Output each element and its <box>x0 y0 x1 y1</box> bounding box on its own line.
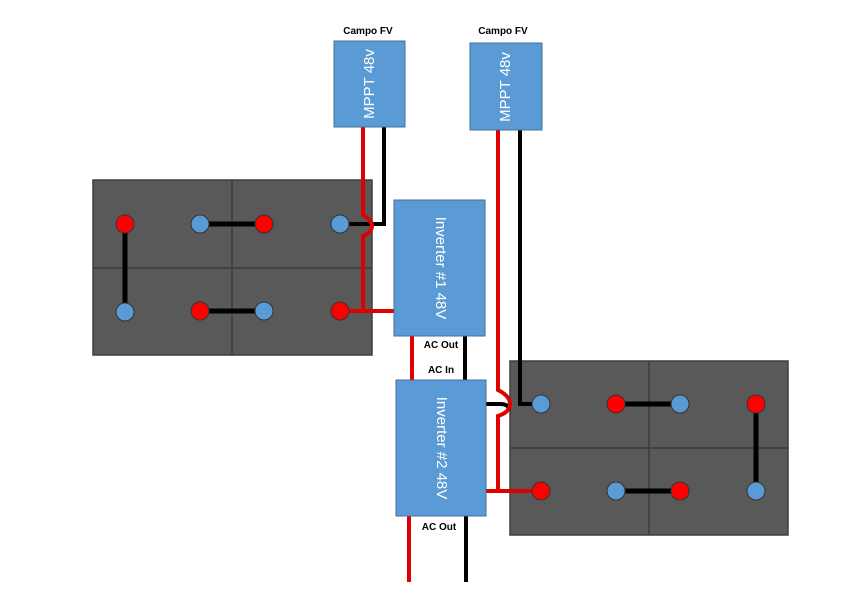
mppt-2-positive-wire <box>496 130 541 493</box>
inverter-1-ac-out-label: AC Out <box>424 340 459 351</box>
terminal-negative <box>531 394 551 414</box>
inverter-2-label: Inverter #2 48V <box>433 397 450 500</box>
terminal-positive <box>190 301 210 321</box>
mppt-1-caption: Campo FV <box>343 26 393 37</box>
battery-bank-1-terminals <box>115 214 350 322</box>
terminal-negative <box>115 302 135 322</box>
terminal-negative <box>670 394 690 414</box>
inverter-1-label: Inverter #1 48V <box>432 217 449 320</box>
terminal-positive <box>531 481 551 501</box>
battery-bank-2-terminals <box>531 394 766 501</box>
battery-bank-1 <box>92 179 373 356</box>
battery-bank-2-jumpers <box>616 401 759 494</box>
mppt-2-label: MPPT 48v <box>497 52 514 122</box>
mppt-1-positive-wire <box>361 127 375 311</box>
inverter-2-box <box>395 379 487 517</box>
terminal-negative <box>746 481 766 501</box>
inverter-1-box <box>393 199 486 337</box>
terminal-positive <box>606 394 626 414</box>
battery-bank-1-jumpers <box>122 221 264 314</box>
terminal-positive <box>254 214 274 234</box>
mppt-2-box <box>469 42 543 131</box>
terminal-negative <box>606 481 626 501</box>
inverter-2-ac-out-label: AC Out <box>422 522 457 533</box>
mppt-1: Campo FV MPPT 48v <box>333 26 406 128</box>
wires-ac <box>407 336 468 582</box>
terminal-negative <box>330 214 350 234</box>
mppt-1-negative-wire <box>340 127 386 226</box>
terminal-positive <box>670 481 690 501</box>
inverter-2: AC In Inverter #2 48V AC Out <box>395 365 487 533</box>
terminal-positive <box>330 301 350 321</box>
mppt-2-caption: Campo FV <box>478 26 528 37</box>
inverter-2-ac-in-label: AC In <box>428 365 454 376</box>
battery-bank-2 <box>509 360 789 536</box>
mppt-2: Campo FV MPPT 48v <box>469 26 543 131</box>
mppt-1-label: MPPT 48v <box>361 49 378 119</box>
inverter-2-negative-to-battery-2 <box>486 402 511 411</box>
terminal-positive <box>115 214 135 234</box>
terminal-positive <box>746 394 766 414</box>
terminal-negative <box>254 301 274 321</box>
mppt-1-box <box>333 40 406 128</box>
terminal-negative <box>190 214 210 234</box>
inverter-1: Inverter #1 48V AC Out <box>393 199 486 351</box>
